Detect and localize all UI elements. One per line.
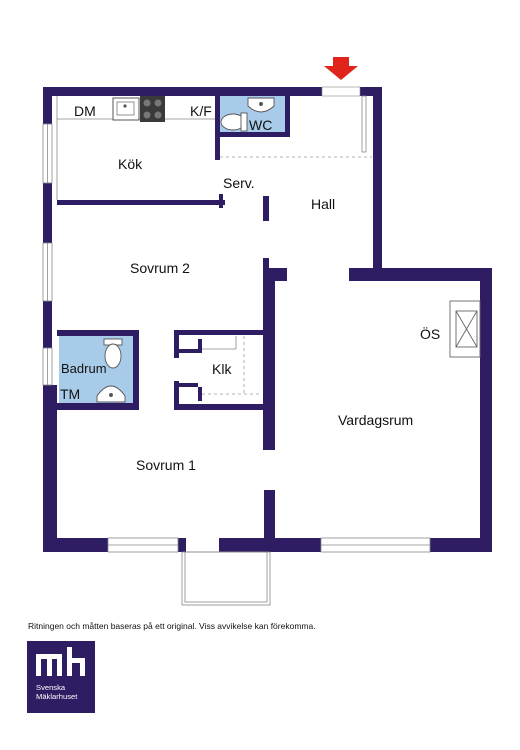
wall-top-left xyxy=(43,87,322,96)
window-bedroom2 xyxy=(42,242,53,302)
wall-central-2 xyxy=(264,490,275,552)
window-kitchen xyxy=(42,123,53,184)
windows xyxy=(42,123,431,553)
kitchen-sink xyxy=(112,97,140,121)
wall-left-1 xyxy=(43,87,52,124)
walls xyxy=(43,87,492,552)
label-sovrum2: Sovrum 2 xyxy=(130,260,190,276)
wall-left-3 xyxy=(43,301,52,348)
label-tm: TM xyxy=(60,386,80,402)
fireplace xyxy=(449,300,481,358)
entrance-door-opening xyxy=(321,86,361,97)
label-kok: Kök xyxy=(118,156,143,172)
door-posts xyxy=(178,194,223,401)
label-wc: WC xyxy=(249,117,272,133)
wall-wc-right xyxy=(285,92,290,137)
thin-lines xyxy=(56,96,237,350)
wall-closet-bottom xyxy=(174,404,268,410)
svenska-maklarhuset-logo: Svenska Mäklarhuset xyxy=(27,641,95,713)
floor-plan: DM K/F WC Kök Serv. Hall Sovrum 2 ÖS Bad… xyxy=(42,57,492,606)
logo-line-2: Mäklarhuset xyxy=(36,692,78,701)
wall-closet-top xyxy=(174,330,268,335)
wall-living-top xyxy=(349,268,492,281)
wc-basin xyxy=(247,97,275,113)
bath-basin xyxy=(96,385,126,403)
closet-post-3 xyxy=(198,339,202,353)
label-os: ÖS xyxy=(420,325,440,342)
wall-bath-bottom xyxy=(57,403,139,410)
wall-wc-bottom xyxy=(215,132,288,137)
balcony xyxy=(181,551,271,606)
window-bathroom xyxy=(42,347,53,386)
closet-post-1 xyxy=(178,349,198,353)
wall-left-2 xyxy=(43,183,52,243)
wall-right xyxy=(480,268,492,552)
wall-central-stub xyxy=(263,258,269,276)
wall-wc-left xyxy=(215,92,220,160)
logo-text: Svenska Mäklarhuset xyxy=(36,683,77,701)
wall-bottom-1 xyxy=(43,538,108,552)
window-living xyxy=(320,537,431,553)
logo-line-1: Svenska xyxy=(36,683,66,692)
entrance-arrow xyxy=(324,57,358,80)
label-serv: Serv. xyxy=(223,175,255,191)
wall-top-right xyxy=(360,87,382,96)
labels: DM K/F WC Kök Serv. Hall Sovrum 2 ÖS Bad… xyxy=(60,103,440,473)
wall-central-1 xyxy=(263,281,275,450)
bath-toilet xyxy=(103,338,123,369)
wall-pillar xyxy=(263,196,269,221)
disclaimer-text: Ritningen och måtten baseras på ett orig… xyxy=(28,621,316,631)
dashed-lines xyxy=(202,156,372,395)
label-klk: Klk xyxy=(212,361,232,377)
label-badrum: Badrum xyxy=(61,361,107,376)
wall-hall-right xyxy=(373,87,382,269)
wall-closet-left-2 xyxy=(174,381,179,410)
window-bedroom1 xyxy=(107,537,179,553)
wall-central-cap xyxy=(263,268,287,281)
label-sovrum1: Sovrum 1 xyxy=(136,457,196,473)
wall-left-4 xyxy=(43,385,57,552)
wall-bath-top xyxy=(57,330,138,336)
wall-bottom-4 xyxy=(430,538,492,552)
wall-closet-left-1 xyxy=(174,330,179,358)
label-vardagsrum: Vardagsrum xyxy=(338,412,413,428)
logo-mark xyxy=(27,641,95,713)
stove xyxy=(140,96,165,122)
wall-bath-right xyxy=(133,330,139,410)
closet-post-2 xyxy=(178,383,198,387)
label-hall: Hall xyxy=(311,196,335,212)
wall-bottom-2 xyxy=(178,538,186,552)
wall-kitchen-bottom xyxy=(57,200,225,205)
closet-post-4 xyxy=(198,387,202,401)
entrance-door-leaf xyxy=(361,95,367,153)
kitchen-door-post xyxy=(219,194,223,208)
label-kf: K/F xyxy=(190,103,212,119)
wc-toilet xyxy=(220,112,248,132)
label-dm: DM xyxy=(74,103,96,119)
